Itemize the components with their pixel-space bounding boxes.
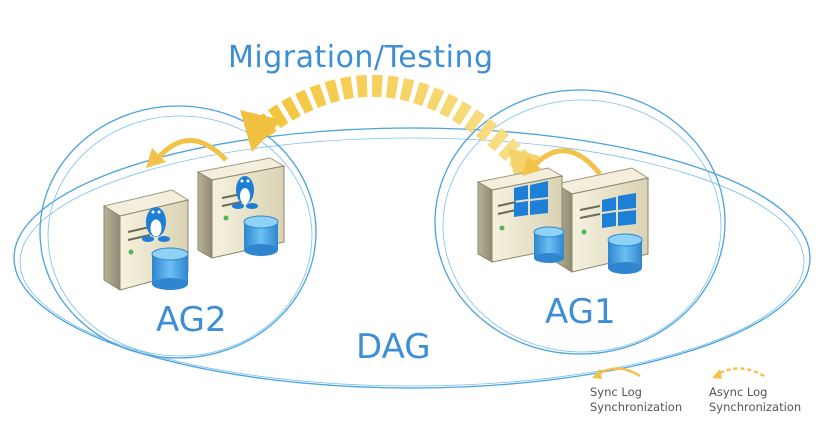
ag1-ellipse	[434, 89, 726, 355]
dag-ellipse	[13, 127, 811, 389]
ag1-database-back	[607, 233, 643, 274]
legend-sync: Sync Log Synchronization	[590, 385, 682, 415]
ag1-label: AG1	[545, 292, 616, 332]
legend-sync-line2: Synchronization	[590, 400, 683, 414]
ag1-ellipse-inner	[442, 99, 722, 353]
dag-label: DAG	[356, 327, 431, 367]
legend-sync-line1: Sync Log	[590, 385, 642, 399]
ag1-sync-arrow	[522, 148, 602, 176]
ag2-database-front	[151, 247, 189, 290]
legend-sync-arrow-icon	[592, 367, 641, 379]
ag1-windows-icon-front	[514, 181, 548, 217]
legend-async-arrow-icon	[712, 367, 765, 379]
ag2-linux-icon-front	[142, 207, 170, 242]
ag2-database-back	[243, 215, 279, 256]
ag2-ellipse	[39, 105, 317, 359]
diagram-title: Migration/Testing	[228, 40, 494, 75]
legend-async-line2: Synchronization	[709, 400, 802, 414]
ag1-windows-icon-back	[602, 193, 636, 228]
ag2-label: AG2	[156, 300, 227, 340]
legend-async: Async Log Synchronization	[709, 385, 801, 415]
ag2-ellipse-inner	[47, 115, 313, 357]
legend-async-line1: Async Log	[709, 385, 768, 399]
ag2-linux-icon-back	[232, 176, 258, 209]
dag-ellipse-inner	[19, 137, 805, 387]
ag1-database-front	[533, 226, 565, 263]
ag2-sync-arrow	[146, 138, 228, 168]
